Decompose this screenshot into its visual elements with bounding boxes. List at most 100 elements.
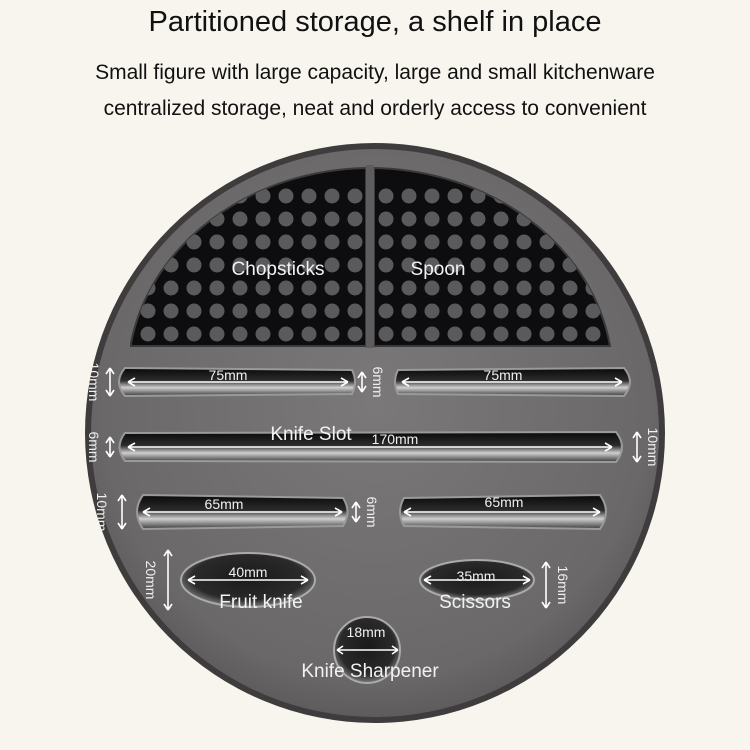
drain-hole	[447, 303, 463, 319]
drain-hole	[278, 234, 294, 250]
drain-hole	[516, 303, 532, 319]
drain-hole	[324, 211, 340, 227]
drain-hole	[301, 303, 317, 319]
drain-hole	[232, 211, 248, 227]
drain-hole	[255, 211, 271, 227]
drain-hole	[401, 257, 417, 273]
drain-hole	[278, 257, 294, 273]
drain-hole	[585, 303, 601, 319]
drain-hole	[493, 303, 509, 319]
drain-hole	[347, 188, 363, 204]
slot2-width: 170mm	[371, 431, 419, 447]
slot2-left-height: 6mm	[86, 431, 102, 463]
fruit-knife-width: 40mm	[228, 564, 268, 580]
drain-hole	[447, 326, 463, 342]
drain-hole	[516, 280, 532, 296]
drain-hole	[140, 303, 156, 319]
slot2-right-height: 10mm	[645, 427, 661, 467]
drain-hole	[424, 326, 440, 342]
drain-hole	[539, 303, 555, 319]
drain-hole	[255, 280, 271, 296]
drain-hole	[470, 280, 486, 296]
drain-hole	[232, 303, 248, 319]
slot3-gap: 6mm	[364, 496, 380, 528]
drain-hole	[324, 257, 340, 273]
scissors-label: Scissors	[439, 592, 511, 613]
drain-hole	[378, 234, 394, 250]
drain-hole	[585, 188, 601, 204]
drain-hole	[301, 326, 317, 342]
scissors-height: 16mm	[555, 565, 571, 605]
drain-hole	[447, 234, 463, 250]
drain-hole	[301, 257, 317, 273]
drain-hole	[186, 257, 202, 273]
drain-hole	[401, 280, 417, 296]
drain-hole	[401, 303, 417, 319]
drain-hole	[470, 303, 486, 319]
drain-hole	[424, 257, 440, 273]
drain-hole	[324, 188, 340, 204]
drain-hole	[140, 188, 156, 204]
drain-hole	[255, 188, 271, 204]
drain-hole	[255, 326, 271, 342]
drain-hole	[378, 257, 394, 273]
drain-hole	[516, 257, 532, 273]
slot1-right-width: 75mm	[483, 367, 523, 383]
drain-hole	[324, 280, 340, 296]
drain-hole	[401, 234, 417, 250]
drain-hole	[278, 303, 294, 319]
subtitle-line-2: centralized storage, neat and orderly ac…	[103, 97, 647, 120]
drain-hole	[470, 234, 486, 250]
drain-hole	[347, 303, 363, 319]
drain-hole	[232, 326, 248, 342]
drain-hole	[163, 303, 179, 319]
drain-hole	[301, 188, 317, 204]
drain-hole	[585, 211, 601, 227]
chopsticks-drain-holes	[140, 188, 363, 342]
drain-hole	[255, 303, 271, 319]
drain-hole	[209, 257, 225, 273]
drain-hole	[324, 234, 340, 250]
drain-hole	[278, 280, 294, 296]
drain-hole	[447, 280, 463, 296]
drain-hole	[186, 234, 202, 250]
drain-hole	[140, 326, 156, 342]
drain-hole	[278, 188, 294, 204]
drain-hole	[186, 303, 202, 319]
drain-hole	[347, 211, 363, 227]
drain-hole	[255, 257, 271, 273]
drain-hole	[186, 188, 202, 204]
spoon-label: Spoon	[410, 259, 466, 280]
drain-hole	[470, 188, 486, 204]
drain-hole	[378, 280, 394, 296]
drain-hole	[232, 280, 248, 296]
drain-hole	[424, 188, 440, 204]
drain-hole	[516, 234, 532, 250]
drain-hole	[401, 188, 417, 204]
drain-hole	[539, 326, 555, 342]
drain-hole	[324, 326, 340, 342]
knife-sharpener-label: Knife Sharpener	[301, 661, 439, 682]
drain-hole	[539, 280, 555, 296]
drain-hole	[301, 280, 317, 296]
drain-hole	[424, 211, 440, 227]
drain-hole	[186, 280, 202, 296]
drain-hole	[493, 326, 509, 342]
drain-hole	[378, 303, 394, 319]
drain-hole	[470, 211, 486, 227]
drain-hole	[516, 326, 532, 342]
drain-hole	[493, 280, 509, 296]
drain-hole	[539, 257, 555, 273]
drain-hole	[232, 257, 248, 273]
drain-hole	[378, 188, 394, 204]
fruit-knife-height: 20mm	[143, 560, 159, 600]
drain-hole	[209, 234, 225, 250]
drain-hole	[539, 234, 555, 250]
drain-hole	[301, 234, 317, 250]
drain-hole	[447, 211, 463, 227]
drain-hole	[255, 234, 271, 250]
drain-hole	[347, 257, 363, 273]
drain-hole	[347, 326, 363, 342]
drain-hole	[232, 234, 248, 250]
